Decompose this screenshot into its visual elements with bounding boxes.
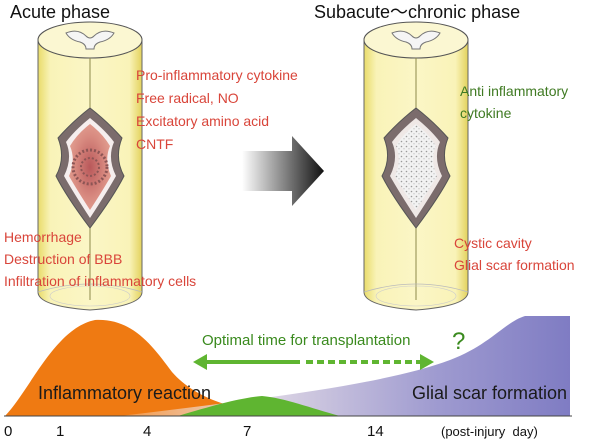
glial-scar-label: Glial scar formation: [412, 383, 567, 403]
optimal-window-curve: [178, 396, 340, 416]
factor-hemorrhage: Hemorrhage: [4, 229, 82, 245]
factor-glial-scar: Glial scar formation: [454, 257, 575, 273]
tick-4: 4: [143, 423, 151, 440]
chronic-lower-factors: Cystic cavity Glial scar formation: [454, 235, 575, 273]
factor-excitatory-amino-acid: Excitatory amino acid: [136, 113, 269, 129]
progression-arrow-icon: [242, 136, 324, 206]
tick-1: 1: [56, 423, 64, 440]
inflammatory-curve: [5, 319, 290, 416]
timeline-curves: [4, 316, 572, 417]
chronic-upper-factors: Anti inflammatory cytokine: [460, 83, 568, 121]
acute-phase-title: Acute phase: [10, 2, 110, 22]
question-mark: ?: [452, 328, 465, 355]
axis-tick-labels: 0 1 4 7 14: [4, 423, 384, 440]
factor-cytokine: cytokine: [460, 105, 512, 121]
axis-unit-label: (post-injury day): [441, 424, 538, 439]
factor-anti-inflammatory: Anti inflammatory: [460, 83, 568, 99]
acute-spinal-cord: [37, 21, 143, 311]
factor-pro-inflammatory-cytokine: Pro-inflammatory cytokine: [136, 67, 298, 83]
factor-infiltration: Infiltration of inflammatory cells: [4, 273, 196, 289]
factor-destruction-bbb: Destruction of BBB: [4, 251, 122, 267]
optimal-time-arrow: [193, 354, 434, 370]
factor-free-radical: Free radical, NO: [136, 90, 239, 106]
chronic-spinal-cord: [363, 21, 469, 311]
optimal-time-label: Optimal time for transplantation: [202, 332, 410, 349]
inflammatory-reaction-label: Inflammatory reaction: [38, 383, 211, 403]
grey-matter-butterfly-icon: [391, 30, 441, 50]
tick-0: 0: [4, 423, 12, 440]
factor-cystic-cavity: Cystic cavity: [454, 235, 532, 251]
chronic-phase-title: Subacute～chronic phase: [314, 2, 520, 22]
tick-7: 7: [243, 423, 251, 440]
acute-lower-factors: Hemorrhage Destruction of BBB Infiltrati…: [4, 229, 196, 289]
factor-cntf: CNTF: [136, 136, 173, 152]
grey-matter-butterfly-icon: [65, 30, 115, 50]
glial-scar-curve: [120, 316, 570, 416]
acute-upper-factors: Pro-inflammatory cytokine Free radical, …: [136, 67, 298, 152]
tick-14: 14: [367, 423, 384, 440]
